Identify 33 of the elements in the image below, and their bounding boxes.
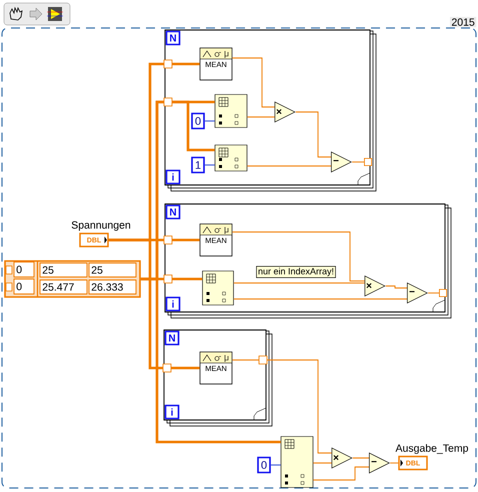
index-array-block bbox=[214, 144, 248, 172]
index-array-block bbox=[202, 270, 234, 306]
wire bbox=[390, 462, 399, 464]
wire bbox=[233, 282, 366, 284]
operator-triangle: − bbox=[406, 282, 428, 304]
index-array-block bbox=[280, 436, 314, 488]
numeric-constant: 0 bbox=[191, 112, 205, 130]
wire bbox=[312, 466, 370, 480]
wire bbox=[232, 360, 332, 454]
array-constant: 0 0 25 25 25.477 26.333 bbox=[4, 260, 141, 298]
wire bbox=[232, 58, 276, 108]
index-array-block bbox=[214, 94, 248, 128]
operator-triangle: − bbox=[368, 452, 390, 474]
wire bbox=[140, 100, 281, 444]
wire bbox=[232, 232, 366, 282]
wire bbox=[312, 462, 332, 464]
wire bbox=[246, 116, 276, 118]
terminal-label: Spannungen bbox=[72, 221, 130, 231]
wire bbox=[295, 112, 332, 158]
wire bbox=[385, 286, 408, 288]
terminal-label: Ausgabe_Temp bbox=[396, 444, 468, 454]
wire bbox=[204, 120, 216, 122]
node-label: 2015 bbox=[452, 18, 474, 26]
wire bbox=[204, 164, 216, 166]
numeric-constant: 1 bbox=[191, 156, 205, 174]
wire bbox=[108, 62, 200, 370]
comment-note: nur ein IndexArray! bbox=[256, 266, 336, 278]
wire bbox=[233, 298, 408, 300]
wire bbox=[270, 464, 282, 466]
wire bbox=[352, 158, 372, 166]
wire bbox=[428, 289, 447, 297]
numeric-constant: 0 bbox=[257, 456, 271, 474]
operator-triangle: − bbox=[330, 152, 352, 172]
